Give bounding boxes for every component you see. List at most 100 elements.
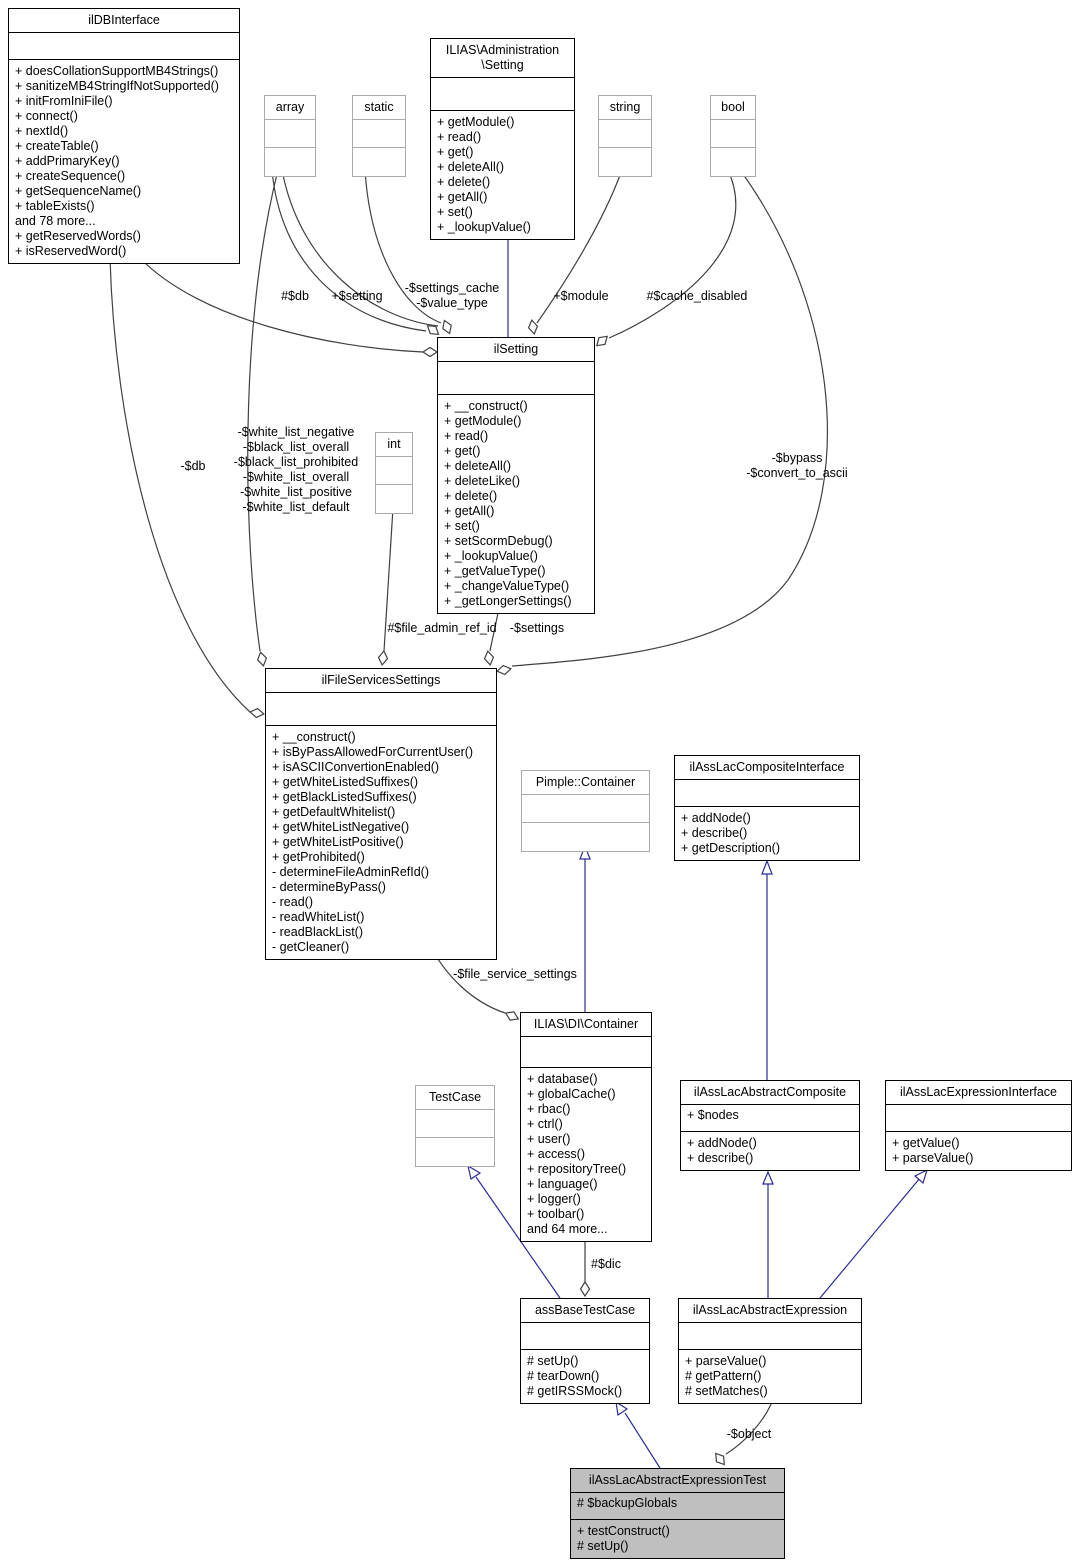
aggregation-diamond [496,664,512,676]
class-attributes [266,693,496,726]
class-ilDBInterface[interactable]: ilDBInterface + doesCollationSupportMB4S… [8,8,240,264]
text-line: + getAll() [444,504,495,518]
class-ilAssLacCompositeInterface[interactable]: ilAssLacCompositeInterface + addNode()+ … [674,755,860,861]
text-line: + getWhiteListNegative() [272,820,410,834]
text-line: + getReservedWords() [15,229,141,243]
text-line: \Setting [481,58,524,72]
edge-label-file-admin-ref-id: #$file_admin_ref_id [387,621,497,635]
text-line: + addNode() [681,811,751,825]
class-attributes [675,780,859,807]
class-title: bool [711,96,755,120]
edge-label-module-member: +$module [553,289,609,303]
class-methods [376,485,412,513]
class-methods: + doesCollationSupportMB4Strings()+ sani… [9,60,239,263]
class-attributes [353,120,405,148]
text-line: + _changeValueType() [444,579,570,593]
class-title: Pimple::Container [522,771,649,795]
text-line: + $nodes [687,1108,739,1122]
class-pimple-container: Pimple::Container [521,770,650,852]
edge-label-db-fss-member: -$db [180,459,206,473]
edge-array-to-fss [247,169,279,652]
class-ilAssLacAbstractExpression[interactable]: ilAssLacAbstractExpression + parseValue(… [678,1298,862,1404]
text-line: -$white_list_overall [242,470,350,484]
class-methods [416,1138,494,1166]
class-title: ilFileServicesSettings [266,669,496,693]
text-line: -$value_type [416,296,488,310]
class-title: ilDBInterface [9,9,239,33]
class-ilFileServicesSettings[interactable]: ilFileServicesSettings + __construct()+ … [265,668,497,960]
text-line: # getIRSSMock() [527,1384,623,1398]
text-line: # tearDown() [527,1369,600,1383]
class-attributes [376,457,412,485]
text-line: # getPattern() [685,1369,762,1383]
class-methods: + database()+ globalCache()+ rbac()+ ctr… [521,1068,651,1241]
text-line: and 64 more... [527,1222,608,1236]
class-methods: # setUp()# tearDown()# getIRSSMock() [521,1350,649,1403]
text-line: + set() [444,519,480,533]
class-ilias-di-container[interactable]: ILIAS\DI\Container + database()+ globalC… [520,1012,652,1242]
edge-abstractexpression-implements-expressioninterface [819,1177,921,1299]
text-line: + getProhibited() [272,850,365,864]
class-title: ILIAS\Administration\Setting [431,39,574,78]
text-line: + getValue() [892,1136,960,1150]
aggregation-diamond [595,335,609,347]
class-attributes [521,1037,651,1068]
class-ilAssLacExpressionInterface[interactable]: ilAssLacExpressionInterface + getValue()… [885,1080,1072,1171]
text-line: + set() [437,205,473,219]
text-line: + getBlackListedSuffixes() [272,790,417,804]
text-line: + toolbar() [527,1207,585,1221]
text-line: + language() [527,1177,598,1191]
class-methods [599,148,651,176]
edge-label-dic-member: #$dic [591,1257,621,1271]
text-line: + user() [527,1132,571,1146]
text-line: and 78 more... [15,214,96,228]
edge-string-to-ilsetting [536,169,623,324]
text-line: + delete() [444,489,498,503]
text-line: + getWhiteListPositive() [272,835,404,849]
class-title: ilSetting [438,338,594,362]
class-title: ILIAS\DI\Container [521,1013,651,1037]
edge-db-to-fss [109,257,251,713]
aggregation-diamond [579,1280,591,1298]
class-assBaseTestCase[interactable]: assBaseTestCase # setUp()# tearDown()# g… [520,1298,650,1404]
text-line: + _lookupValue() [437,220,531,234]
class-ilSetting[interactable]: ilSetting + __construct()+ getModule()+ … [437,337,595,614]
text-line: ILIAS\Administration [445,43,560,57]
text-line: - getCleaner() [272,940,350,954]
class-attributes [599,120,651,148]
class-static: static [352,95,406,177]
text-line: + deleteAll() [437,160,505,174]
text-line: + read() [444,429,489,443]
aggregation-diamond [426,325,440,335]
text-line: + isASCIIConvertionEnabled() [272,760,440,774]
class-methods [711,148,755,176]
text-line: + read() [437,130,482,144]
text-line: + parseValue() [685,1354,767,1368]
class-attributes: + $nodes [681,1105,859,1132]
class-title: static [353,96,405,120]
class-ilAssLacAbstractComposite[interactable]: ilAssLacAbstractComposite + $nodes + add… [680,1080,860,1171]
text-line: + doesCollationSupportMB4Strings() [15,64,219,78]
class-ilias-administration-setting[interactable]: ILIAS\Administration\Setting + getModule… [430,38,575,240]
text-line: + rbac() [527,1102,571,1116]
text-line: -$white_list_negative [237,425,355,439]
edge-static-to-ilsetting [364,169,442,324]
class-methods: + addNode()+ describe()+ getDescription(… [675,807,859,860]
text-line: -$settings_cache [404,281,500,295]
text-line: + deleteLike() [444,474,521,488]
class-title: ilAssLacAbstractComposite [681,1081,859,1105]
edge-array-to-ilsetting [271,169,427,332]
text-line: -$black_list_overall [242,440,350,454]
text-line: -$white_list_positive [240,485,352,499]
text-line: + getSequenceName() [15,184,142,198]
text-line: # setUp() [527,1354,579,1368]
text-line: + get() [437,145,474,159]
text-line: + getDefaultWhitelist() [272,805,396,819]
text-line: + _lookupValue() [444,549,538,563]
text-line: + isReservedWord() [15,244,127,258]
aggregation-diamond [442,319,452,335]
aggregation-diamond [256,651,268,667]
edge-label-cache-disabled: #$cache_disabled [646,289,748,303]
edge-assbasetestcase-extends-testcase [475,1176,561,1299]
class-string: string [598,95,652,177]
